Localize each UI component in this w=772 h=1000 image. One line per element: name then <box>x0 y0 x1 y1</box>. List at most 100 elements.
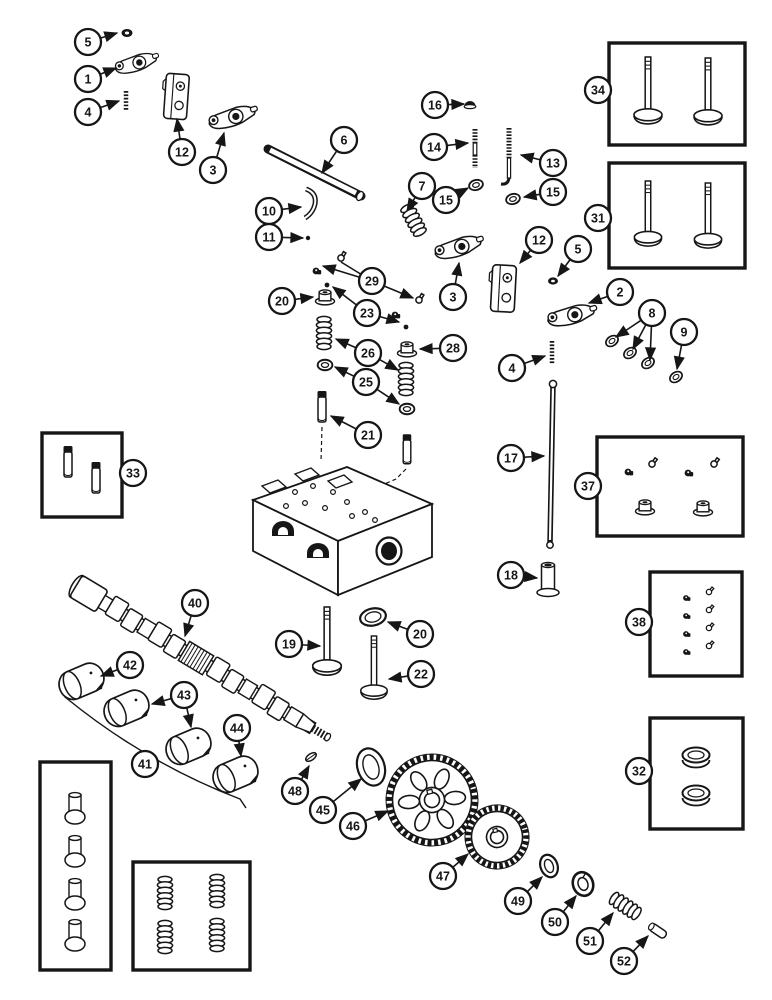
callout-balloon <box>538 177 568 207</box>
callout-balloon <box>169 680 199 710</box>
callout-balloon <box>222 713 252 743</box>
callout-balloon <box>428 861 458 891</box>
callout-leader <box>557 259 571 278</box>
rocker-support-bracket <box>486 263 518 314</box>
callout-balloon <box>575 926 605 956</box>
callout-balloon <box>352 298 382 328</box>
callout-number: 47 <box>436 869 450 883</box>
callout-29: 29 <box>321 261 415 299</box>
callout-45: 45 <box>308 778 363 825</box>
valve-nut <box>548 277 558 285</box>
callout-leader <box>562 894 577 913</box>
camshaft-bearing <box>207 751 264 798</box>
valve-guide <box>316 390 328 423</box>
camshaft-bearing <box>98 685 155 732</box>
callout-balloon <box>583 75 613 105</box>
callout-number: 7 <box>419 179 426 193</box>
callout-20: 20 <box>267 286 315 316</box>
callout-balloon <box>624 607 654 637</box>
callout-number: 20 <box>275 294 289 308</box>
intake-port <box>307 543 329 558</box>
callout-balloon <box>420 90 450 120</box>
callout-leader <box>376 388 401 405</box>
callout-number: 29 <box>365 274 379 288</box>
callout-leader <box>334 338 357 350</box>
callout-number: 17 <box>504 451 518 465</box>
callout-leader <box>182 707 194 729</box>
keeper-pin <box>403 324 409 330</box>
camshaft-bearing <box>53 658 110 705</box>
callout-leader <box>321 150 338 175</box>
camshaft-bearing <box>160 723 217 770</box>
thrust-washer <box>355 747 387 787</box>
callout-number: 31 <box>591 211 605 225</box>
callout-11: 11 <box>254 222 305 252</box>
callout-leader <box>524 355 547 366</box>
callout-number: 33 <box>126 466 140 480</box>
lock-ring <box>620 344 640 362</box>
spring-clip <box>413 292 427 305</box>
callout-number: 32 <box>632 764 646 778</box>
callout-balloon <box>540 907 570 937</box>
callout-number: 28 <box>446 341 460 355</box>
push-rod <box>546 379 558 549</box>
callout-12: 12 <box>167 117 197 167</box>
valve-stem-seal <box>359 607 387 627</box>
callout-15: 15 <box>522 177 568 207</box>
oil-tube <box>303 186 318 221</box>
callout-number: 20 <box>413 627 427 641</box>
kit-box-32 <box>648 716 745 831</box>
anti-rattle-spring <box>398 201 429 240</box>
callout-number: 15 <box>546 185 560 199</box>
callout-25: 25 <box>333 366 401 405</box>
callout-number: 45 <box>316 803 330 817</box>
exhaust-port <box>375 536 403 566</box>
callout-number: 2 <box>617 285 624 299</box>
callout-31: 31 <box>583 203 613 233</box>
callout-balloon <box>573 471 603 501</box>
keeper-pin <box>324 282 330 288</box>
camshaft-timing-gear <box>385 753 479 847</box>
callout-leader <box>332 778 363 803</box>
callout-leader <box>331 286 357 306</box>
callout-balloon <box>338 811 368 841</box>
callout-number: 12 <box>175 145 189 159</box>
spring-retainer-nut <box>396 341 418 358</box>
callout-1: 1 <box>73 64 118 94</box>
callout-17: 17 <box>496 443 546 473</box>
callout-balloon <box>538 148 568 178</box>
callout-leader <box>644 326 657 362</box>
valve-spring <box>315 315 333 351</box>
callout-number: 18 <box>504 568 518 582</box>
callout-4: 4 <box>497 353 547 383</box>
tension-spring <box>606 889 645 923</box>
callout-balloon <box>329 125 359 155</box>
callout-balloon <box>353 420 383 450</box>
callout-leader <box>295 293 315 305</box>
exhaust-valve <box>359 635 389 701</box>
kit-box-35 <box>131 860 252 972</box>
kit-seal-rings <box>681 746 711 807</box>
callout-leader <box>233 741 245 758</box>
callout-leader <box>365 810 390 822</box>
callout-number: 41 <box>138 757 152 771</box>
callout-balloon <box>274 629 304 659</box>
callout-4: 4 <box>73 97 121 127</box>
callout-leader <box>519 152 541 164</box>
callout-leader <box>384 285 415 299</box>
callout-balloon <box>254 222 284 252</box>
callout-number: 42 <box>123 658 137 672</box>
callout-8: 8 <box>614 298 667 362</box>
callout-number: 13 <box>546 156 560 170</box>
kit-lock-set <box>683 586 716 655</box>
snap-ring <box>666 368 686 386</box>
callout-number: 23 <box>360 306 374 320</box>
callout-balloon <box>353 338 383 368</box>
callout-leader <box>519 249 533 265</box>
callout-46: 46 <box>338 810 390 841</box>
rocker-arm <box>206 100 261 134</box>
callout-40: 40 <box>180 588 210 638</box>
callout-number: 48 <box>288 784 302 798</box>
rocker-arm <box>112 48 162 78</box>
spring-clip <box>335 250 349 263</box>
